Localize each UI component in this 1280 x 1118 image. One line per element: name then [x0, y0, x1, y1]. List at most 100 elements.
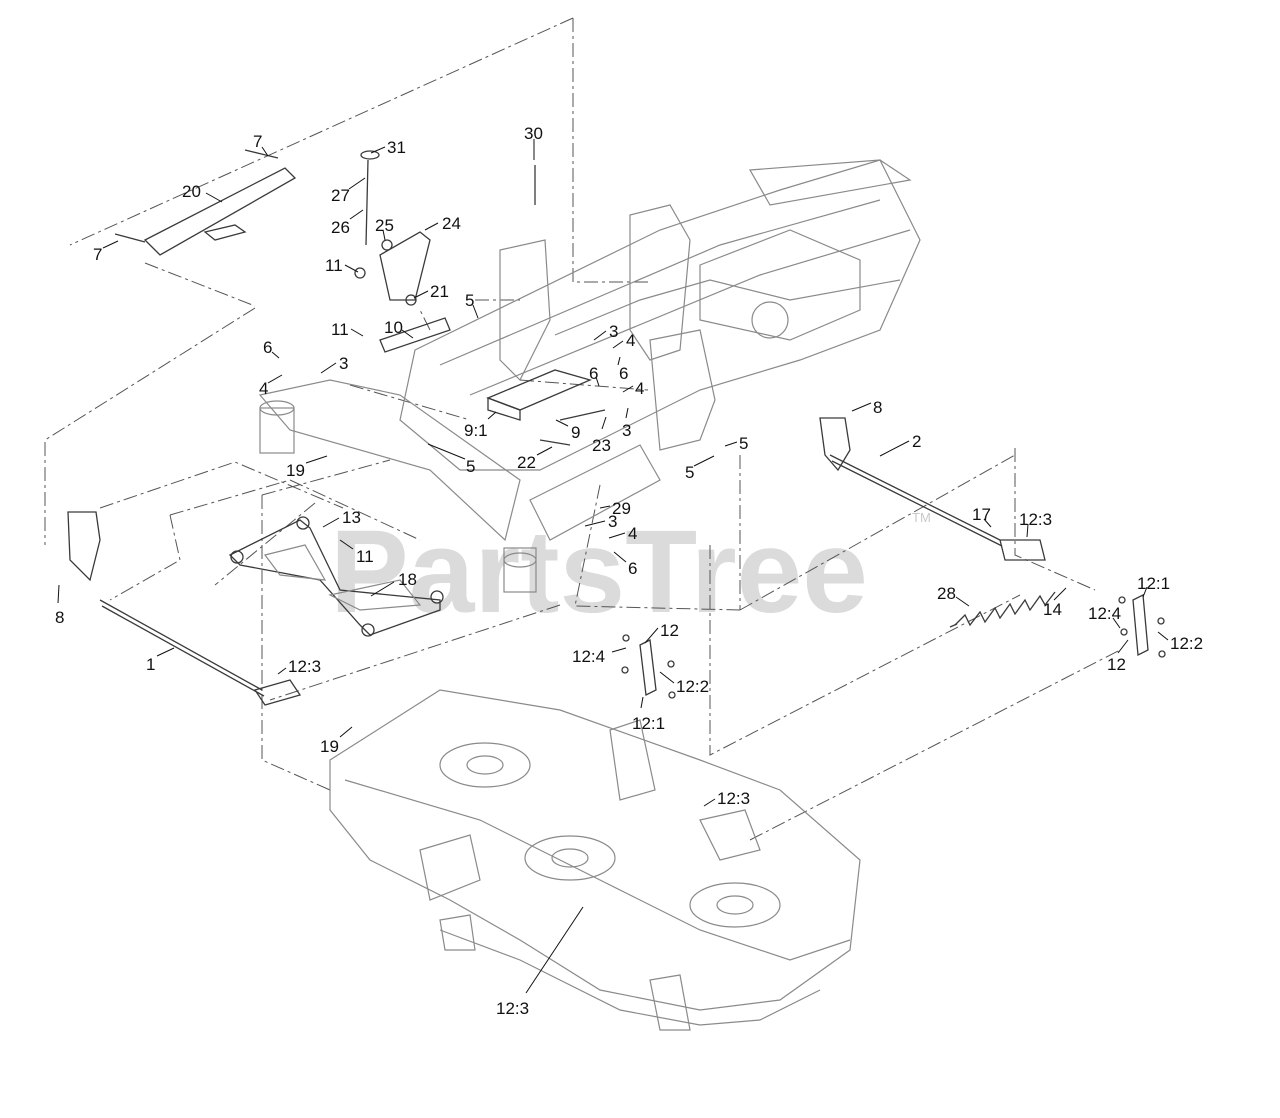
part-number-label: 4 [259, 379, 268, 398]
leader-line [267, 374, 283, 384]
callout-c25: 25 [375, 216, 394, 241]
callout-c2: 2 [879, 432, 921, 457]
callout-c6c: 6 [617, 356, 628, 383]
part-number-label: 25 [375, 216, 394, 235]
leader-line [525, 906, 584, 994]
leader-line [370, 581, 395, 597]
leader-line [593, 330, 607, 341]
callout-c11b: 11 [331, 320, 364, 339]
part-number-label: 5 [739, 434, 748, 453]
callout-c23: 23 [592, 416, 611, 455]
leader-line [955, 596, 970, 607]
part-number-label: 2 [912, 432, 921, 451]
leader-line [413, 290, 429, 299]
leader-line [608, 532, 626, 539]
leader-line [271, 351, 280, 359]
part-number-label: 4 [628, 524, 637, 543]
leader-line [339, 539, 354, 550]
part-number-label: 29 [612, 499, 631, 518]
part-number-label: 6 [589, 364, 598, 383]
part-number-label: 22 [517, 453, 536, 472]
part-number-label: 6 [619, 364, 628, 383]
part-number-label: 12:3 [288, 657, 321, 676]
part-number-label: 12 [660, 621, 679, 640]
part-number-label: 5 [465, 291, 474, 310]
leader-line [555, 419, 569, 427]
part-number-label: 12:1 [632, 714, 665, 733]
callout-c5a: 5 [465, 291, 479, 319]
callout-c12-3d: 12:3 [496, 906, 584, 1018]
leader-line [427, 443, 466, 460]
callout-c12-3a: 12:3 [1019, 510, 1052, 538]
leader-line [879, 440, 910, 457]
part-number-label: 1 [146, 655, 155, 674]
part-number-label: 8 [55, 608, 64, 627]
leader-line [339, 726, 353, 738]
leader-line [640, 696, 644, 709]
leader-line [851, 402, 872, 412]
leader-line [156, 647, 175, 657]
callout-c12a: 12 [644, 621, 679, 644]
leader-line [277, 667, 287, 675]
part-number-label: 11 [356, 547, 374, 566]
leader-line [1142, 586, 1148, 598]
leader-line [644, 627, 659, 644]
leader-line [622, 385, 634, 393]
callout-c31: 31 [370, 138, 406, 157]
mower-deck [329, 689, 861, 1031]
callout-c19a: 19 [286, 455, 328, 480]
callout-c12b: 12 [1107, 639, 1129, 674]
callout-c6d: 6 [613, 551, 637, 578]
part-number-label: 13 [342, 508, 361, 527]
callout-c3d: 3 [584, 512, 617, 531]
part-number-label: 12:1 [1137, 574, 1170, 593]
leader-line [584, 520, 606, 527]
leader-line [536, 446, 553, 456]
leader-line [611, 647, 627, 653]
part-number-label: 23 [592, 436, 611, 455]
callout-c22: 22 [517, 446, 553, 472]
callout-c5c: 5 [427, 443, 475, 476]
callout-c12-3b: 12:3 [277, 657, 321, 676]
leader-line [322, 517, 340, 528]
callout-c12-2b: 12:2 [659, 671, 709, 696]
part-number-label: 3 [622, 421, 631, 440]
callout-c11c: 11 [339, 539, 374, 566]
part-number-label: 18 [398, 570, 417, 589]
part-number-label: 5 [685, 463, 694, 482]
leader-line [57, 584, 60, 604]
part-number-label: 12:3 [496, 999, 529, 1018]
callout-c9-1: 9:1 [464, 411, 497, 440]
part-number-label: 4 [626, 331, 635, 350]
callout-c12-1b: 12:1 [632, 696, 665, 733]
leader-line [983, 518, 992, 528]
leader-line [1112, 617, 1121, 629]
leader-line [424, 222, 439, 231]
callout-c7a: 7 [253, 132, 269, 157]
part-number-label: 12:2 [1170, 634, 1203, 653]
callout-c21: 21 [413, 282, 449, 301]
callout-c4d: 4 [608, 524, 637, 543]
part-number-label: 3 [339, 354, 348, 373]
leader-line [350, 328, 364, 337]
callout-c12-3c: 12:3 [703, 789, 750, 808]
part-number-label: 19 [286, 461, 305, 480]
leader-line [613, 551, 627, 563]
leader-line [344, 264, 359, 273]
part-number-label: 8 [873, 398, 882, 417]
part-number-label: 10 [384, 318, 403, 337]
leader-line [595, 376, 600, 387]
watermark-trademark: TM [912, 510, 931, 525]
part-number-label: 3 [608, 512, 617, 531]
part-number-label: 19 [320, 737, 339, 756]
callout-c4b: 4 [259, 374, 283, 398]
leader-line [617, 356, 621, 366]
leader-line [625, 407, 629, 419]
leader-line [305, 455, 328, 464]
callout-c30: 30 [524, 124, 543, 160]
leader-line [348, 177, 366, 190]
part-number-label: 9 [571, 423, 580, 442]
part-number-label: 12 [1107, 655, 1126, 674]
